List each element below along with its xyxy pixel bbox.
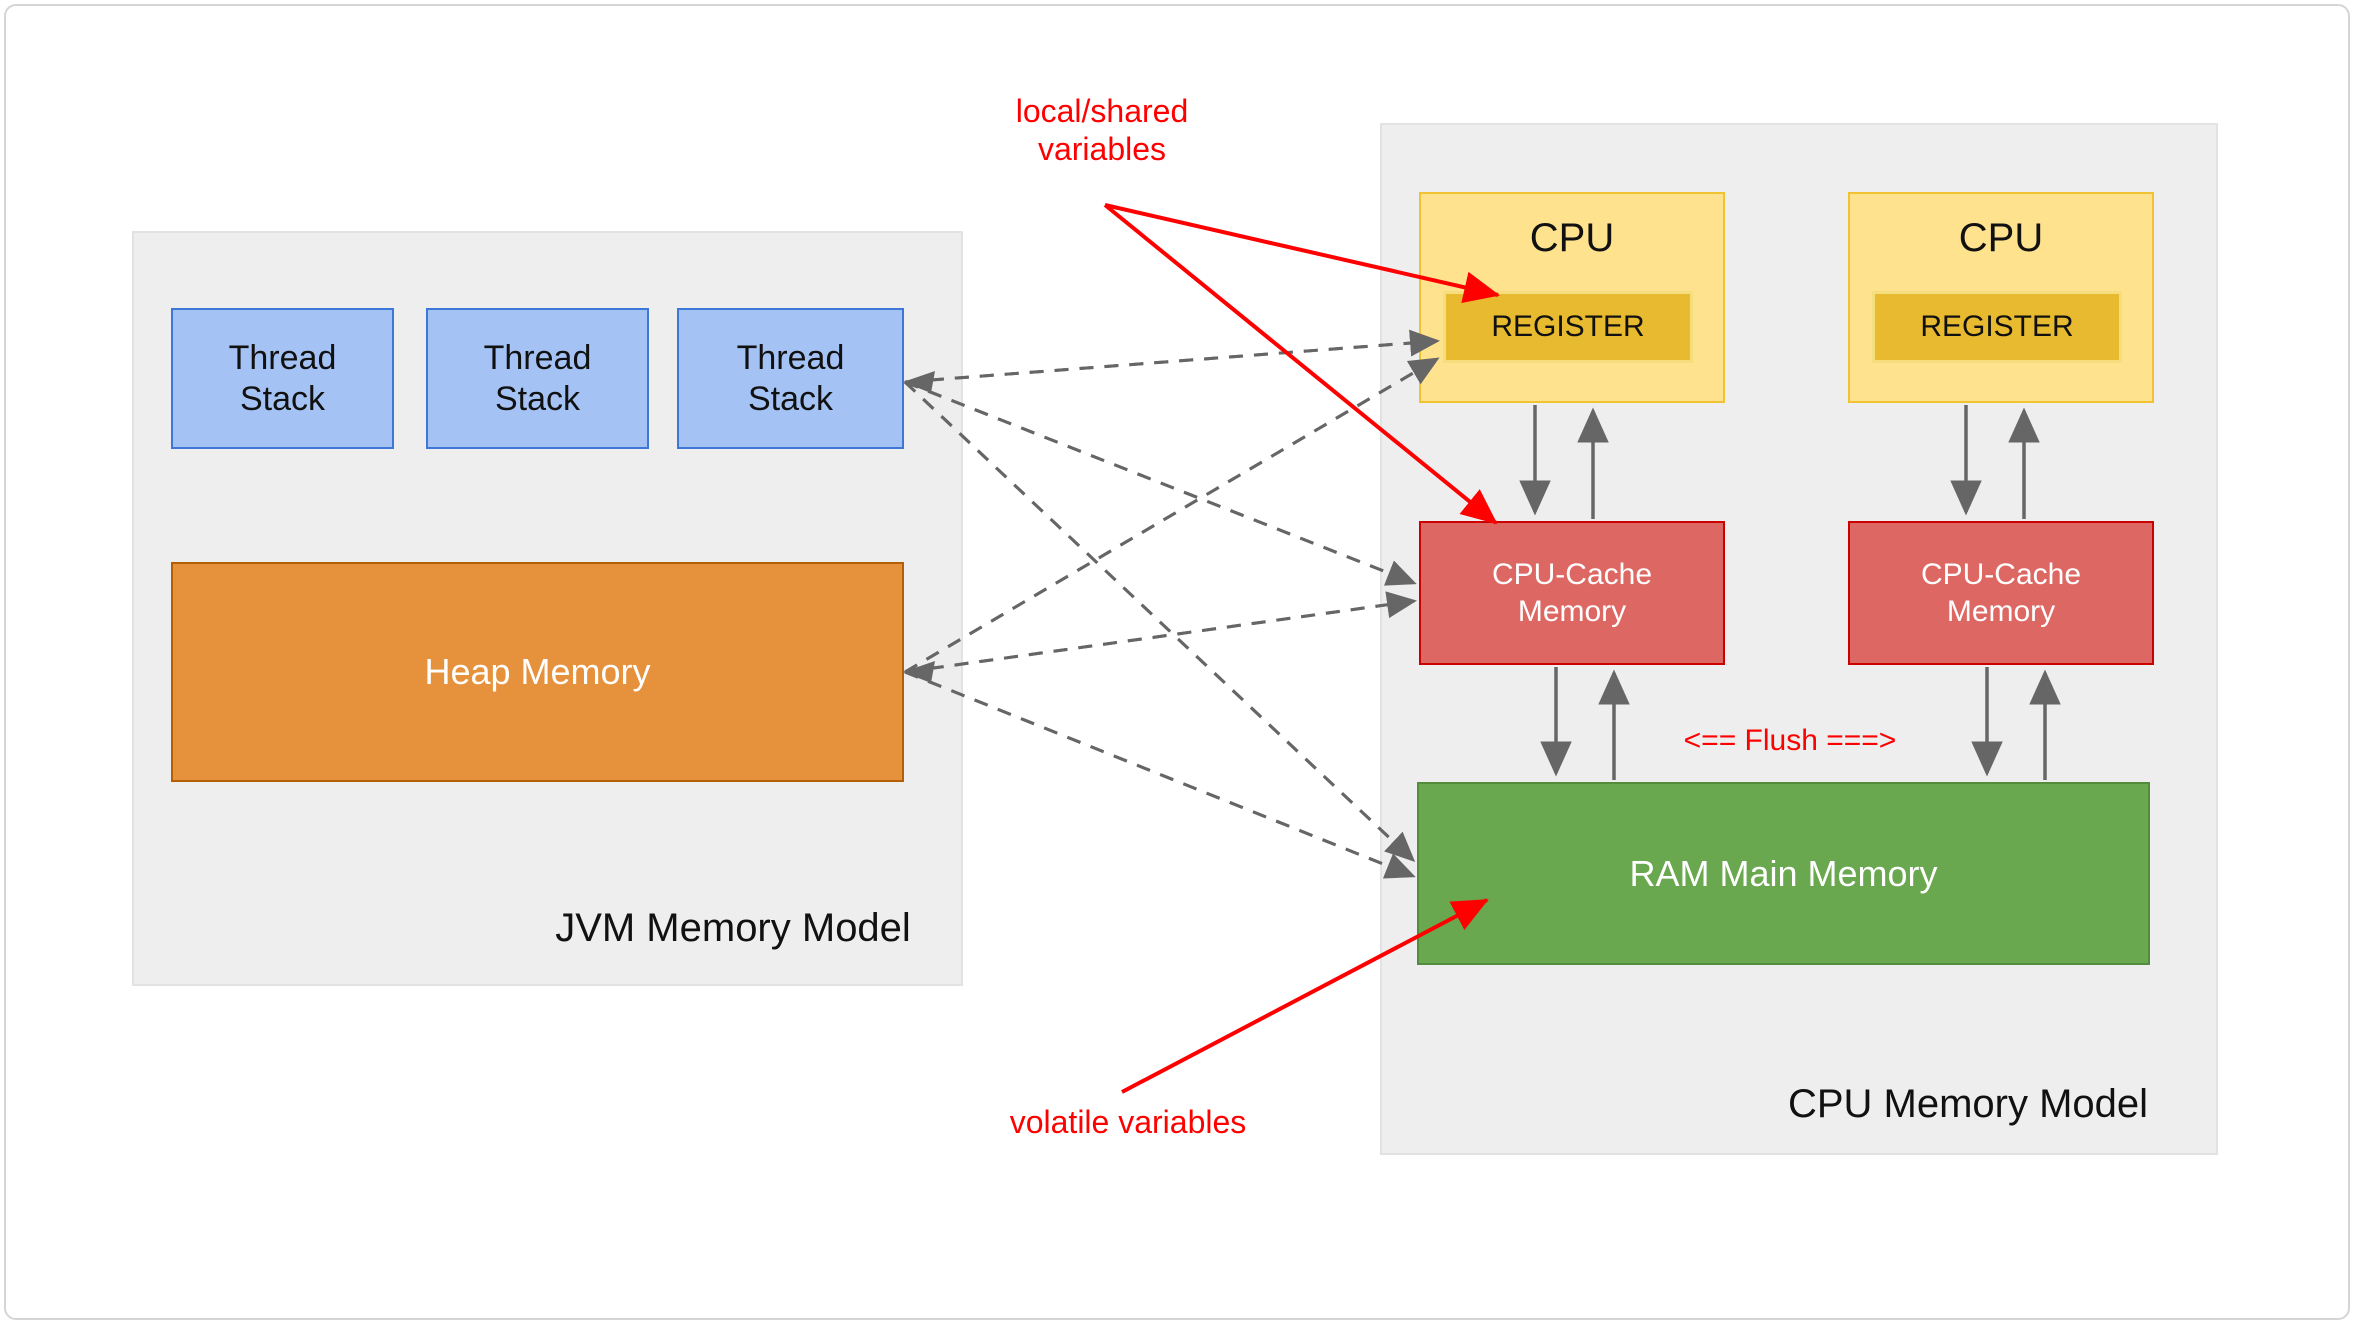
cpu-cache-box-2: CPU-Cache Memory bbox=[1848, 521, 2154, 665]
local-shared-variables-annotation: local/shared variables bbox=[1015, 93, 1189, 168]
jvm-panel-title: JVM Memory Model bbox=[555, 906, 911, 950]
cpu-cache-box-1: CPU-Cache Memory bbox=[1419, 521, 1725, 665]
thread-stack-label-1: Thread Stack bbox=[228, 338, 337, 418]
thread-stack-box-3: Thread Stack bbox=[677, 308, 904, 449]
cpu-label-2: CPU bbox=[1958, 216, 2044, 260]
thread-stack-label-3: Thread Stack bbox=[736, 338, 845, 418]
volatile-variables-annotation: volatile variables bbox=[1009, 1104, 1247, 1140]
register-box-1: REGISTER bbox=[1443, 291, 1693, 363]
cpu-panel-title: CPU Memory Model bbox=[1787, 1082, 2149, 1126]
page-border bbox=[4, 4, 2350, 1320]
flush-annotation: <== Flush ===> bbox=[1683, 724, 1897, 757]
thread-stack-box-2: Thread Stack bbox=[426, 308, 649, 449]
thread-stack-box-1: Thread Stack bbox=[171, 308, 394, 449]
register-label-2: REGISTER bbox=[1920, 310, 2074, 343]
heap-memory-label: Heap Memory bbox=[424, 651, 651, 692]
ram-main-memory-label: RAM Main Memory bbox=[1629, 852, 1938, 894]
cpu-label-1: CPU bbox=[1529, 216, 1615, 260]
thread-stack-label-2: Thread Stack bbox=[483, 338, 592, 418]
cpu-cache-label-2: CPU-Cache Memory bbox=[1920, 557, 2082, 629]
register-box-2: REGISTER bbox=[1872, 291, 2122, 363]
heap-memory-box: Heap Memory bbox=[171, 562, 904, 782]
register-label-1: REGISTER bbox=[1491, 310, 1645, 343]
cpu-cache-label-1: CPU-Cache Memory bbox=[1491, 557, 1653, 629]
ram-main-memory-box: RAM Main Memory bbox=[1417, 782, 2150, 965]
